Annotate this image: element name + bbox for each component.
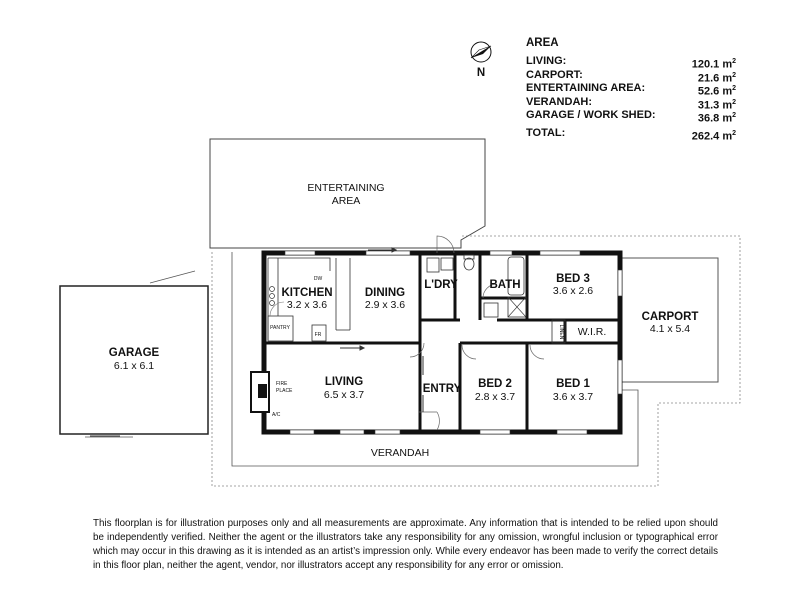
interior-walls <box>264 253 620 432</box>
linen-label: LINEN <box>558 325 564 340</box>
carport-dims: 4.1 x 5.4 <box>650 323 690 335</box>
area-table: AREA LIVING: 120.1 m2 CARPORT: 21.6 m2 E… <box>526 37 736 143</box>
cooktop-icon <box>269 286 275 306</box>
washing-machine-icon <box>440 257 454 271</box>
bed2-dims: 2.8 x 3.7 <box>475 391 515 403</box>
bed1-dims: 3.6 x 3.7 <box>553 391 593 403</box>
area-total-value: 262.4 m2 <box>691 129 736 143</box>
area-row-entertaining: ENTERTAINING AREA: 52.6 m2 <box>526 82 736 98</box>
vanity-icon <box>483 302 499 318</box>
bed3-dims: 3.6 x 2.6 <box>553 285 593 297</box>
area-row-verandah: VERANDAH: 31.3 m2 <box>526 95 736 112</box>
area-rows: LIVING: 120.1 m2 CARPORT: 21.6 m2 ENTERT… <box>526 55 736 126</box>
fireplace-label-line1: FIRE <box>276 381 288 387</box>
area-total-label: TOTAL: <box>526 126 566 139</box>
toilet-cistern <box>463 254 475 260</box>
laundry-tub-icon <box>426 257 440 273</box>
toilet-icon <box>463 257 475 271</box>
laundry-label: L'DRY <box>424 279 458 291</box>
doors <box>409 235 545 431</box>
garage-label: GARAGE <box>109 347 160 359</box>
pantry-door <box>269 301 285 317</box>
area-row-value: 21.6 m2 <box>697 71 736 85</box>
garage-dims: 6.1 x 6.1 <box>114 360 154 372</box>
bath-label: BATH <box>489 279 520 291</box>
garage-door <box>149 270 196 284</box>
fridge-label: FR <box>315 332 322 338</box>
pantry-label: PANTRY <box>270 325 290 331</box>
area-row-label: GARAGE / WORK SHED: <box>526 109 656 122</box>
dining-label: DINING <box>365 287 405 299</box>
kitchen-label: KITCHEN <box>281 287 332 299</box>
bed3-label: BED 3 <box>556 273 590 285</box>
carport-label: CARPORT <box>642 311 699 323</box>
entertaining-label-line1: ENTERTAINING <box>307 182 384 194</box>
windows <box>284 250 623 435</box>
entertaining-area-outline <box>209 138 486 249</box>
fireplace-hearth <box>258 384 267 398</box>
compass-north-label: N <box>477 67 485 79</box>
fireplace-label-line2: PLACE <box>276 388 293 394</box>
wir-label: W.I.R. <box>578 326 607 338</box>
area-row-label: CARPORT: <box>526 68 583 81</box>
bed1-label: BED 1 <box>556 378 590 390</box>
area-total: TOTAL: 262.4 m2 <box>526 126 736 143</box>
area-row-garage: GARAGE / WORK SHED: 36.8 m2 <box>526 109 736 126</box>
bed2-label: BED 2 <box>478 378 512 390</box>
linen-cupboard <box>551 319 566 344</box>
verandah-outline <box>211 235 741 487</box>
dishwasher-label: DW <box>314 276 323 282</box>
verandah-border <box>231 252 639 467</box>
garage-outline <box>59 285 209 435</box>
area-row-value: 36.8 m2 <box>697 112 736 126</box>
ac-label: A/C <box>272 412 281 418</box>
kitchen-dims: 3.2 x 3.6 <box>287 299 327 311</box>
area-row-carport: CARPORT: 21.6 m2 <box>526 68 736 85</box>
bathtub-icon <box>507 256 525 296</box>
shower-icon <box>507 296 527 318</box>
compass-icon <box>470 41 492 63</box>
area-row-label: LIVING: <box>526 55 567 67</box>
area-row-value: 52.6 m2 <box>697 85 736 98</box>
area-title: AREA <box>526 37 559 49</box>
area-row-label: VERANDAH: <box>526 95 592 108</box>
area-row-living: LIVING: 120.1 m2 <box>526 55 736 71</box>
verandah-label: VERANDAH <box>371 447 429 459</box>
entry-label: ENTRY <box>423 383 462 395</box>
shower-cross-b <box>507 296 527 318</box>
disclaimer-text: This floorplan is for illustration purpo… <box>93 518 718 571</box>
area-row-value: 31.3 m2 <box>697 98 736 112</box>
living-dims: 6.5 x 3.7 <box>324 389 364 401</box>
area-row-label: ENTERTAINING AREA: <box>526 82 646 95</box>
sliding-doors <box>90 247 424 437</box>
living-label: LIVING <box>325 376 363 388</box>
dining-dims: 2.9 x 3.6 <box>365 299 405 311</box>
kitchen-benches <box>267 257 351 342</box>
area-row-value: 120.1 m2 <box>691 58 736 71</box>
entertaining-label-line2: AREA <box>332 195 361 207</box>
